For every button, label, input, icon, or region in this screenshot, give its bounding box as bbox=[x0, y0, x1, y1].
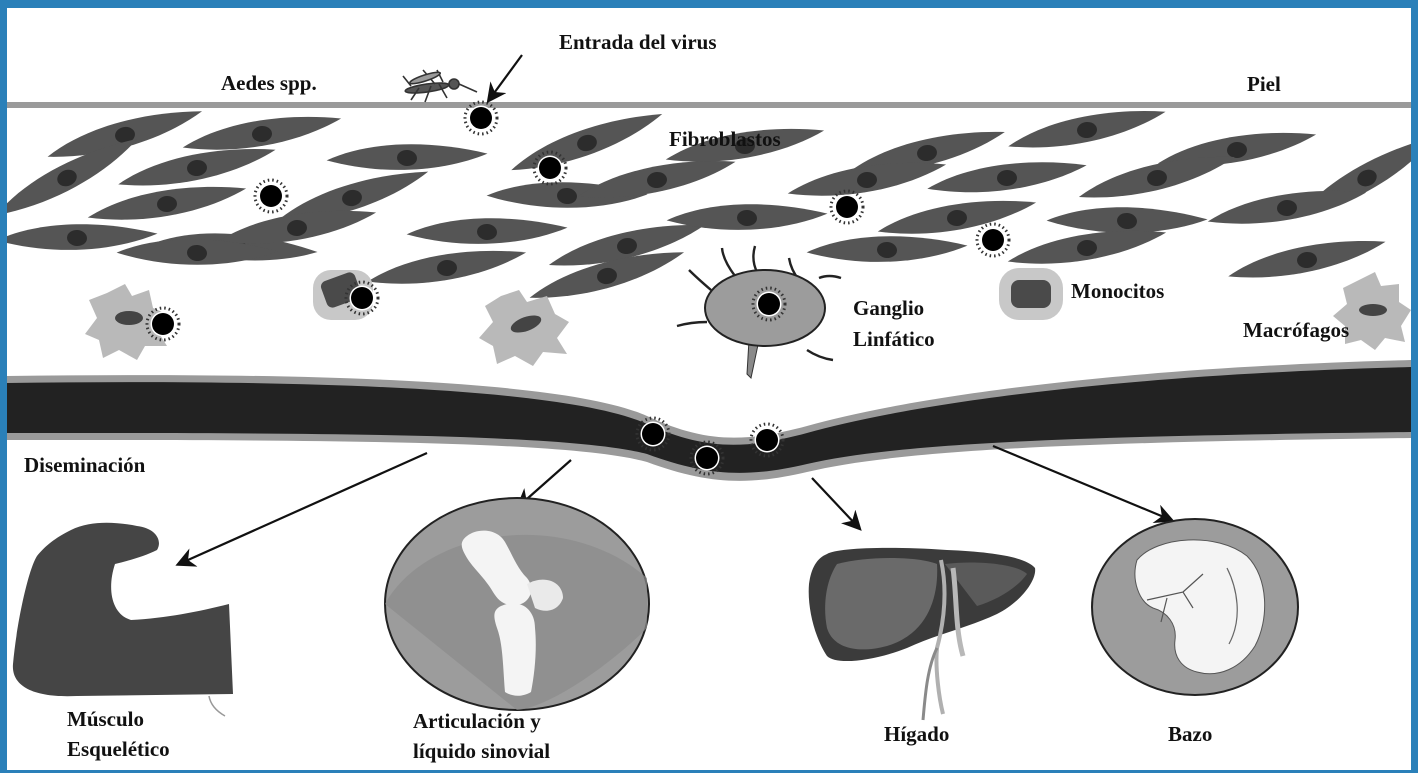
diagram-artwork bbox=[7, 8, 1411, 770]
spleen-icon bbox=[1092, 519, 1298, 695]
macrophage-cell bbox=[479, 290, 569, 366]
entry-arrow bbox=[489, 55, 522, 100]
arrow-to-spleen bbox=[993, 446, 1171, 520]
fibroblast-cell bbox=[506, 109, 668, 175]
muscle-label-line2: Esquelético bbox=[67, 736, 170, 763]
monocyte-cell bbox=[999, 268, 1063, 320]
fibroblast-cell bbox=[1076, 152, 1238, 202]
arrow-to-muscle bbox=[179, 453, 427, 564]
fibroblast-cell bbox=[116, 145, 278, 189]
macrophages-label: Macrófagos bbox=[1243, 317, 1349, 344]
fibroblast-cell bbox=[44, 107, 206, 162]
liver-label: Hígado bbox=[884, 721, 949, 748]
fibroblast-cell bbox=[876, 198, 1038, 237]
liver-icon bbox=[809, 548, 1035, 720]
fibroblast-cell bbox=[86, 184, 248, 223]
fibroblast-cell bbox=[366, 248, 528, 287]
virus-particle-icon bbox=[255, 180, 287, 212]
fibroblast-cell bbox=[1226, 237, 1388, 281]
arm-tendon bbox=[209, 696, 225, 716]
joint-label-line2: líquido sinovial bbox=[413, 738, 550, 765]
fibroblast-cell bbox=[1006, 107, 1168, 151]
dissemination-label: Diseminación bbox=[24, 452, 145, 479]
lymph-node-label-line1: Ganglio bbox=[853, 295, 924, 322]
arrow-to-liver bbox=[812, 478, 859, 528]
spleen-label: Bazo bbox=[1168, 721, 1212, 748]
skin-line bbox=[7, 102, 1411, 108]
fibroblast-cell bbox=[576, 157, 738, 201]
monocytes-label: Monocitos bbox=[1071, 278, 1164, 305]
skin-label: Piel bbox=[1247, 71, 1281, 98]
lymph-node-label-line2: Linfático bbox=[853, 326, 935, 353]
fibroblast-cell bbox=[806, 230, 968, 269]
knee-joint-icon bbox=[385, 498, 649, 710]
joint-label-line1: Articulación y bbox=[413, 708, 541, 735]
fibroblast-cell bbox=[326, 138, 488, 177]
flexed-arm-icon bbox=[13, 523, 233, 697]
mosquito-icon bbox=[403, 70, 477, 102]
fibroblast-cell bbox=[927, 161, 1088, 194]
mosquito-label: Aedes spp. bbox=[221, 70, 317, 97]
fibroblast-cell bbox=[1206, 188, 1368, 227]
fibroblast-cell bbox=[1006, 228, 1168, 267]
virus-particle-icon bbox=[831, 191, 863, 223]
virus-particle-icon bbox=[977, 224, 1009, 256]
fibroblast-cell bbox=[181, 114, 343, 153]
fibroblast-cell bbox=[406, 212, 568, 251]
fibroblasts-label: Fibroblastos bbox=[669, 126, 781, 153]
virus-entry-label: Entrada del virus bbox=[559, 29, 717, 56]
muscle-label-line1: Músculo bbox=[67, 706, 144, 733]
